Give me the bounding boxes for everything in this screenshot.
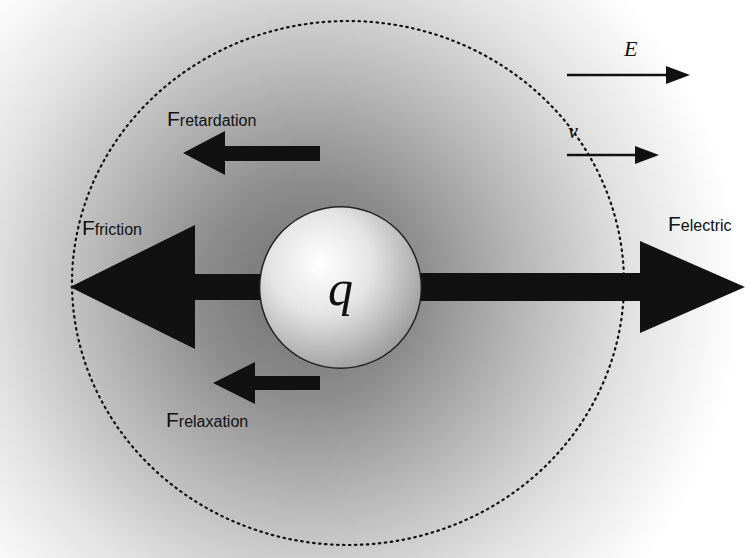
force-label: Ffriction [82,216,142,240]
field-symbol: E [624,36,637,62]
force-label: Felectric [668,212,732,236]
force-label: Fretardation [167,107,256,131]
relaxation-arrow [213,362,320,404]
velocity-arrow [567,146,659,164]
electric-arrow [380,241,745,333]
field-arrow [567,66,690,84]
velocity-symbol: v [568,118,578,144]
retardation-arrow [183,131,320,175]
charge-symbol: q [328,259,353,317]
force-label: Frelaxation [166,408,248,432]
charge-sphere: q [258,205,423,370]
